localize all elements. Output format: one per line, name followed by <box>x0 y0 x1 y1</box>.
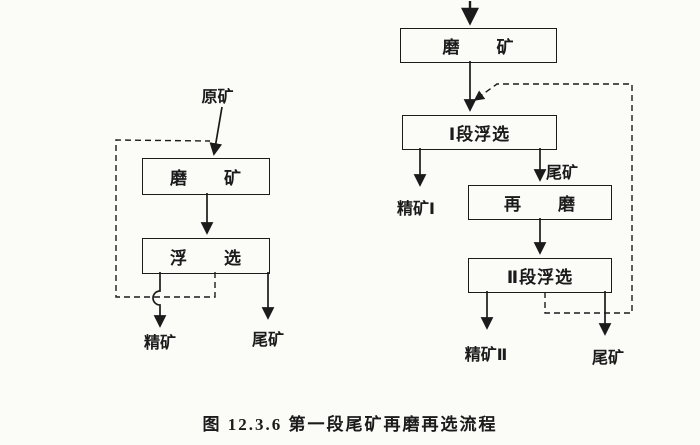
right-concentrate1-label: 精矿Ⅰ <box>397 201 435 218</box>
left-recycle-dashed-line <box>115 139 216 298</box>
right-stage2-flotation-box: Ⅱ段浮选 <box>468 258 612 293</box>
left-grind-box: 磨 矿 <box>142 158 270 195</box>
left-feed-label: 原矿 <box>201 89 234 106</box>
right-concentrate2-label: 精矿Ⅱ <box>464 347 508 364</box>
right-final-tailings-label: 尾矿 <box>591 350 624 367</box>
right-grind-box: 磨 矿 <box>400 28 557 63</box>
figure-caption: 图 12.3.6 第一段尾矿再磨再选流程 <box>202 415 498 434</box>
left-concentrate-line <box>152 272 167 328</box>
right-regrind-box: 再 磨 <box>468 185 612 220</box>
left-tailings-label: 尾矿 <box>251 332 284 349</box>
left-feed-line <box>209 106 223 156</box>
left-flotation-box: 浮 选 <box>142 238 270 274</box>
right-recycle-dashed-line <box>473 83 633 314</box>
left-concentrate-label: 精矿 <box>143 335 176 352</box>
right-stage1-tailings-label: 尾矿 <box>546 165 579 182</box>
right-stage1-flotation-box: Ⅰ段浮选 <box>402 115 557 150</box>
